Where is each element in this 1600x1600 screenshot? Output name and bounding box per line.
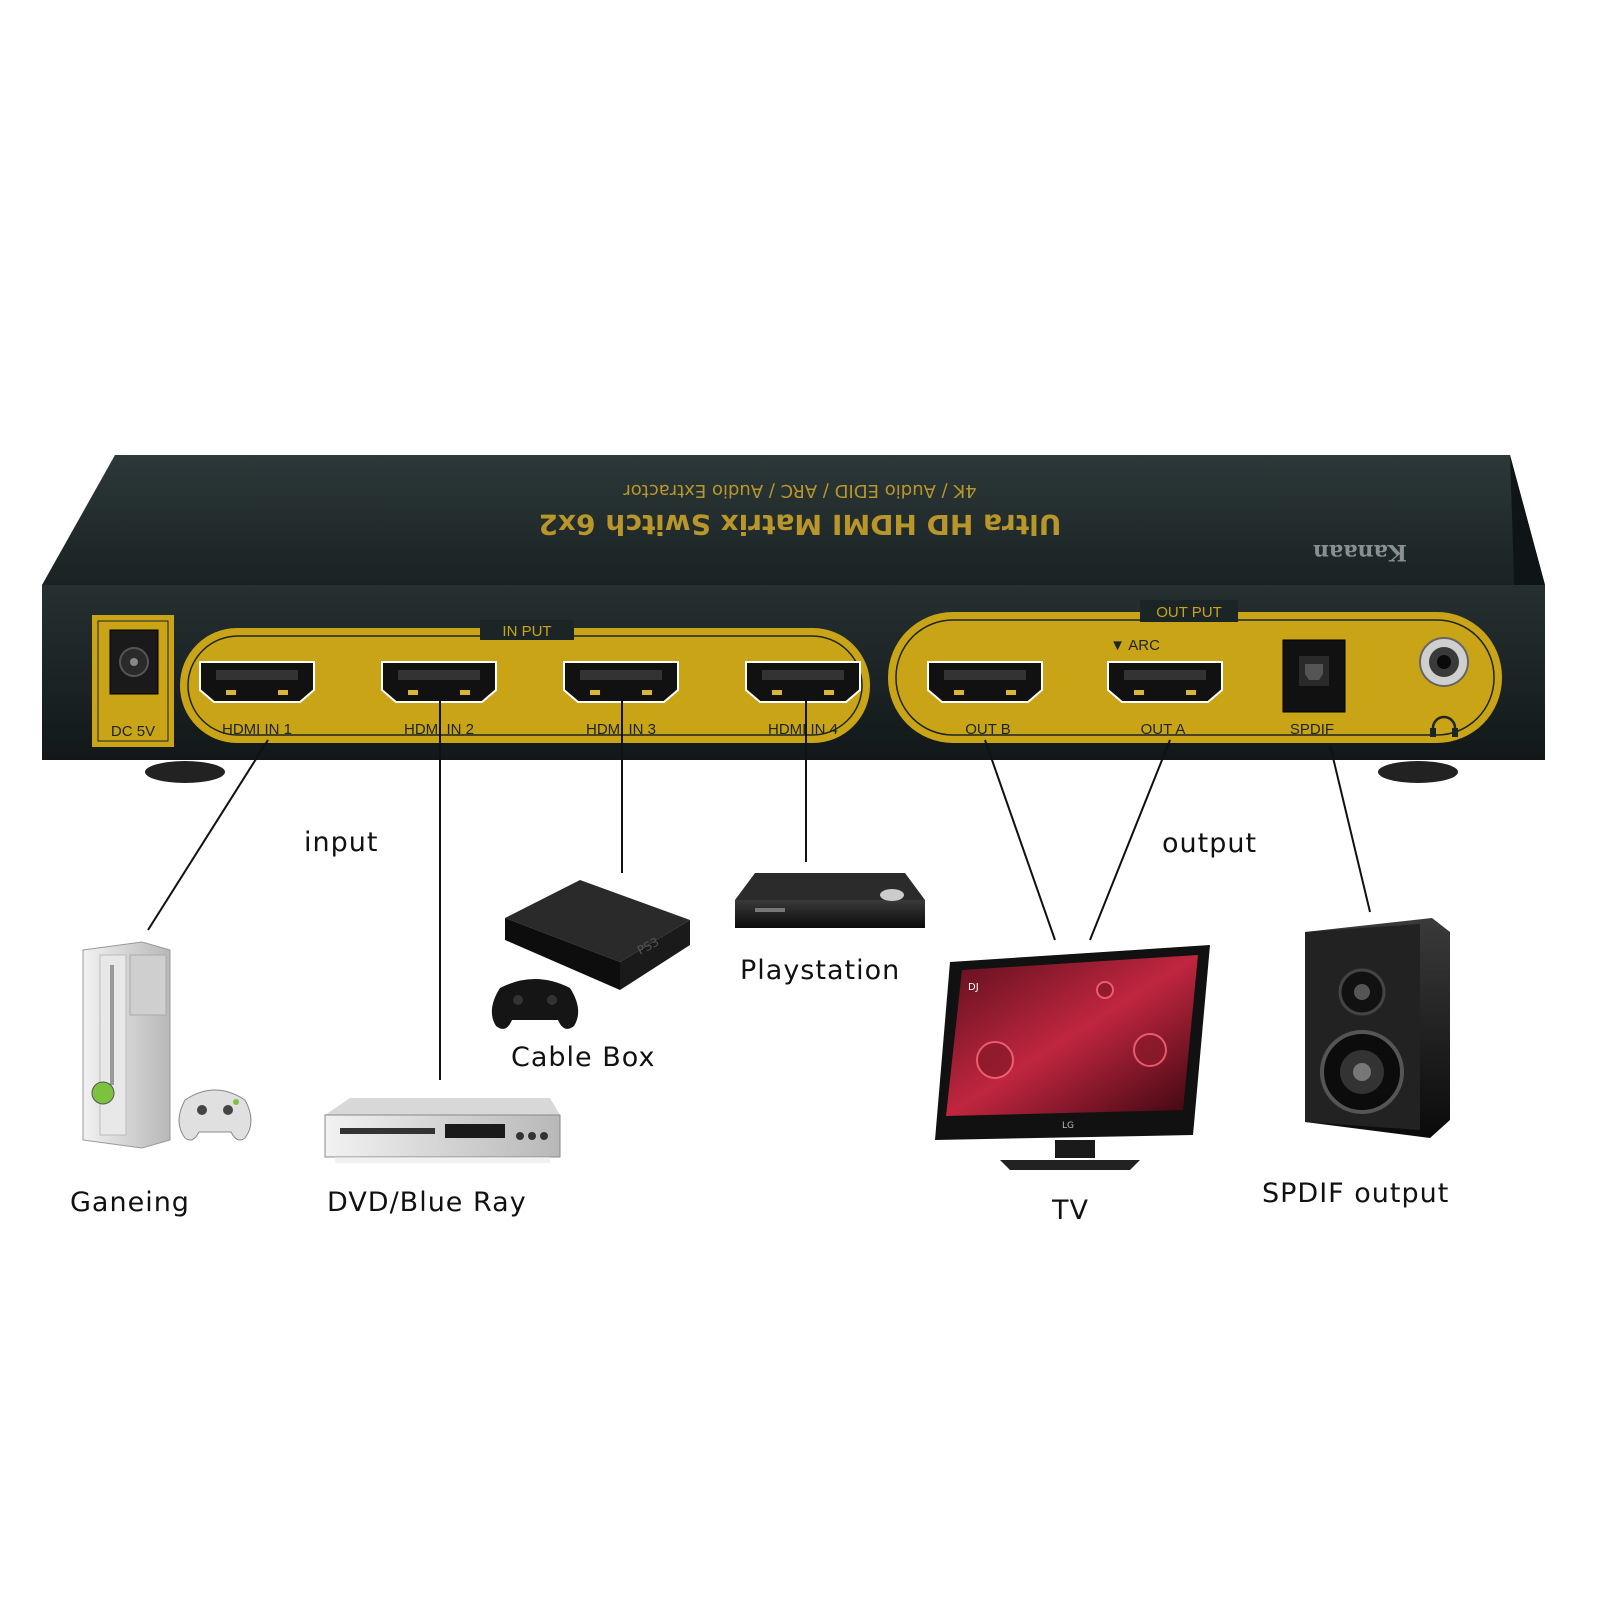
device-subtitle: 4K / Audio EDID / ARC / Audio Extractor xyxy=(623,480,977,501)
output-group-label: OUT PUT xyxy=(1156,604,1222,621)
headphone-icon xyxy=(1430,715,1458,737)
power-label: DC 5V xyxy=(111,723,155,740)
line-outa-tv xyxy=(1089,739,1171,941)
spdif-output-caption: SPDIF output xyxy=(1262,1178,1450,1209)
device-foot xyxy=(145,761,225,783)
device-foot xyxy=(1378,761,1458,783)
gaming-console-image xyxy=(82,941,252,1149)
hdmi-matrix-switch: Kanaan Ultra HD HDMI Matrix Switch 6x2 4… xyxy=(42,455,1545,783)
audio-jack[interactable] xyxy=(1419,637,1469,687)
hdmi-port-out-b[interactable] xyxy=(927,661,1043,703)
spdif-label: SPDIF xyxy=(1290,721,1334,738)
line-in1-gaming xyxy=(147,739,269,931)
hdmi-port-out-a[interactable] xyxy=(1107,661,1223,703)
input-group-label: IN PUT xyxy=(502,623,551,640)
hdmi-port-in-2[interactable] xyxy=(381,661,497,703)
arc-label: ▼ ARC xyxy=(1110,637,1160,654)
brand-logo: Kanaan xyxy=(1313,539,1407,565)
line-outb-tv xyxy=(984,739,1056,941)
output-caption: output xyxy=(1162,828,1258,859)
hdmi-in-1-label: HDMI IN 1 xyxy=(222,721,292,738)
ps-controller xyxy=(491,979,579,1029)
tv-image: DJ LG xyxy=(935,945,1210,1170)
spdif-port[interactable] xyxy=(1282,639,1346,713)
playstation-image xyxy=(735,873,925,928)
out-a-label: OUT A xyxy=(1141,721,1186,738)
line-spdif-speaker xyxy=(1329,744,1371,913)
playstation-caption: Playstation xyxy=(740,955,901,986)
device-top xyxy=(42,455,1545,585)
tv-caption: TV xyxy=(1052,1195,1089,1226)
cable-box-caption: Cable Box xyxy=(511,1042,656,1073)
connection-lines xyxy=(147,700,1371,1080)
hdmi-port-in-4[interactable] xyxy=(745,661,861,703)
svg-text:DJ: DJ xyxy=(968,982,979,993)
dvd-caption: DVD/Blue Ray xyxy=(327,1187,527,1218)
hdmi-port-in-1[interactable] xyxy=(199,661,315,703)
dvd-player-image xyxy=(324,1098,561,1163)
xbox-controller xyxy=(178,1089,252,1141)
top-print: Kanaan Ultra HD HDMI Matrix Switch 6x2 4… xyxy=(539,480,1407,565)
input-panel xyxy=(180,628,870,743)
cable-box-image: PS3 xyxy=(491,880,690,1029)
speaker-image xyxy=(1305,918,1450,1138)
input-caption: input xyxy=(304,827,379,858)
out-b-label: OUT B xyxy=(965,721,1011,738)
svg-text:LG: LG xyxy=(1062,1121,1074,1131)
hdmi-port-in-3[interactable] xyxy=(563,661,679,703)
gaming-caption: Ganeing xyxy=(70,1187,190,1218)
device-title: Ultra HD HDMI Matrix Switch 6x2 xyxy=(539,508,1062,541)
hdmi-in-4-label: HDMI IN 4 xyxy=(768,721,838,738)
